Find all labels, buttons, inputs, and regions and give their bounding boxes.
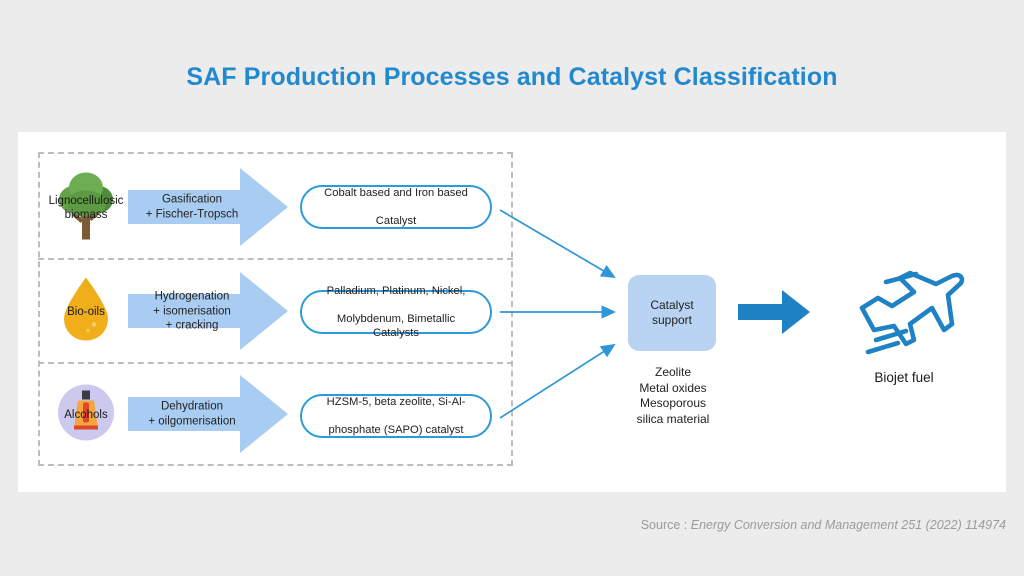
process-label-line2: + oilgomerisation xyxy=(148,415,236,427)
process-label: Dehydration + oilgomerisation xyxy=(128,400,256,429)
alcohol-bottle-icon xyxy=(54,381,118,450)
row-divider-1 xyxy=(38,258,513,260)
catalyst-support-text: Catalyst support xyxy=(650,298,693,328)
catalyst-line2: Molybdenum, Bimetallic Catalysts xyxy=(336,313,456,339)
feedstock-bio-oils: Bio-oils xyxy=(38,272,134,352)
catalyst-text: HZSM-5, beta zeolite, Si-Al- phosphate (… xyxy=(315,395,478,437)
catalyst-line1: HZSM-5, beta zeolite, Si-Al- xyxy=(326,396,466,408)
support-title-line2: support xyxy=(651,313,692,327)
support-material-item: Metal oxides xyxy=(639,380,707,395)
support-title-line1: Catalyst xyxy=(650,298,694,312)
output-label: Biojet fuel xyxy=(874,370,934,385)
process-label-line3: + cracking xyxy=(165,319,219,332)
catalyst-line1: Cobalt based and Iron based xyxy=(324,187,468,199)
feedstock-label: Bio-oils xyxy=(67,306,105,318)
source-citation: Source : Energy Conversion and Managemen… xyxy=(0,518,1006,532)
feedstock-label: Alcohols xyxy=(64,409,108,421)
page-title: SAF Production Processes and Catalyst Cl… xyxy=(186,63,838,91)
catalyst-line1: Palladium, Platinum, Nickel, xyxy=(326,285,466,297)
catalyst-line2: phosphate (SAPO) catalyst xyxy=(328,424,464,436)
feedstock-group-container xyxy=(38,152,513,466)
output-arrow-icon xyxy=(738,288,810,341)
catalyst-support-box: Catalyst support xyxy=(628,275,716,351)
catalyst-hzsm5-zeolite: HZSM-5, beta zeolite, Si-Al- phosphate (… xyxy=(300,394,492,438)
process-label-line1: Hydrogenation xyxy=(154,290,230,303)
support-materials-list: Zeolite Metal oxides Mesoporous silica m… xyxy=(600,365,746,427)
catalyst-cobalt-iron: Cobalt based and Iron based Catalyst xyxy=(300,185,492,229)
feedstock-label: Lignocellulosic biomass xyxy=(48,195,124,221)
process-hydrogenation: Hydrogenation + isomerisation + cracking xyxy=(128,272,288,350)
process-gasification: Gasification + Fischer-Tropsch xyxy=(128,168,288,246)
process-label-line2: + isomerisation xyxy=(153,304,231,317)
process-label: Hydrogenation + isomerisation + cracking xyxy=(128,289,256,333)
process-label-line1: Gasification xyxy=(161,193,223,206)
feedstock-lignocellulosic-biomass: Lignocellulosic biomass xyxy=(38,168,134,248)
source-reference: Energy Conversion and Management 251 (20… xyxy=(690,518,1006,532)
source-prefix: Source : xyxy=(640,518,691,532)
feedstock-alcohols: Alcohols xyxy=(38,375,134,455)
support-material-item: silica material xyxy=(636,411,710,426)
support-material-item: Zeolite xyxy=(654,365,692,379)
airplane-icon xyxy=(840,268,968,365)
catalyst-line2: Catalyst xyxy=(375,215,417,227)
process-label-line2: + Fischer-Tropsch xyxy=(145,208,239,220)
catalyst-text: Cobalt based and Iron based Catalyst xyxy=(312,186,480,228)
row-divider-2 xyxy=(38,362,513,364)
process-label-line1: Dehydration xyxy=(160,400,223,413)
process-label: Gasification + Fischer-Tropsch xyxy=(128,193,256,222)
tree-icon xyxy=(55,170,117,247)
oil-droplet-icon xyxy=(58,275,114,350)
process-dehydration: Dehydration + oilgomerisation xyxy=(128,375,288,453)
support-material-item: Mesoporous xyxy=(639,396,707,410)
catalyst-text: Palladium, Platinum, Nickel, Molybdenum,… xyxy=(302,284,490,340)
catalyst-palladium-platinum: Palladium, Platinum, Nickel, Molybdenum,… xyxy=(300,285,492,339)
